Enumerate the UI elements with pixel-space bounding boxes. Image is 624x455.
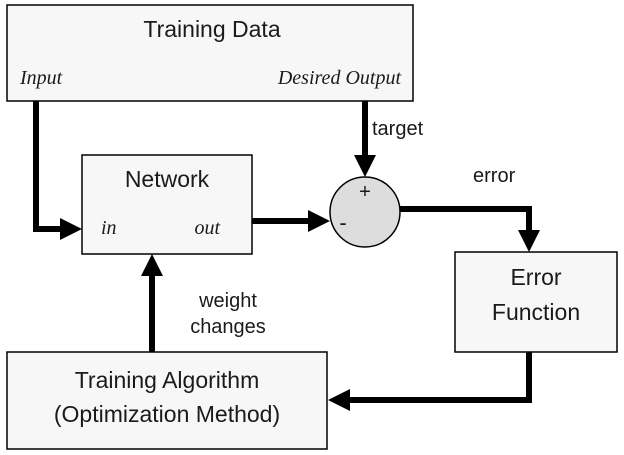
input-label: Input [19,67,63,89]
error-function-box: Error Function [454,251,618,353]
network-box: Network in out [81,154,253,255]
weight-changes-arrow [141,254,163,352]
summing-junction: + - [329,176,401,248]
error-function-line2: Function [492,299,580,325]
plus-sign: + [359,181,371,203]
input-arrow [33,101,82,240]
error-arrow [400,206,540,252]
weight-changes-label-line1: weight [198,290,257,312]
training-data-title: Training Data [143,16,280,42]
target-label: target [372,118,424,140]
weight-changes-label-line2: changes [190,316,266,338]
minus-sign: - [339,210,346,235]
training-algorithm-line2: (Optimization Method) [54,401,280,427]
error-feedback-arrow [328,352,532,411]
training-data-box: Training Data Input Desired Output [6,4,414,102]
network-title: Network [125,166,210,192]
training-algorithm-line1: Training Algorithm [75,367,260,393]
desired-output-label: Desired Output [277,67,402,89]
network-in-label: in [101,217,117,239]
network-output-arrow [252,210,330,232]
target-arrow [354,101,376,177]
network-out-label: out [194,217,220,239]
error-function-line1: Error [510,264,561,290]
error-label: error [473,165,516,187]
training-algorithm-box: Training Algorithm (Optimization Method) [6,351,328,450]
